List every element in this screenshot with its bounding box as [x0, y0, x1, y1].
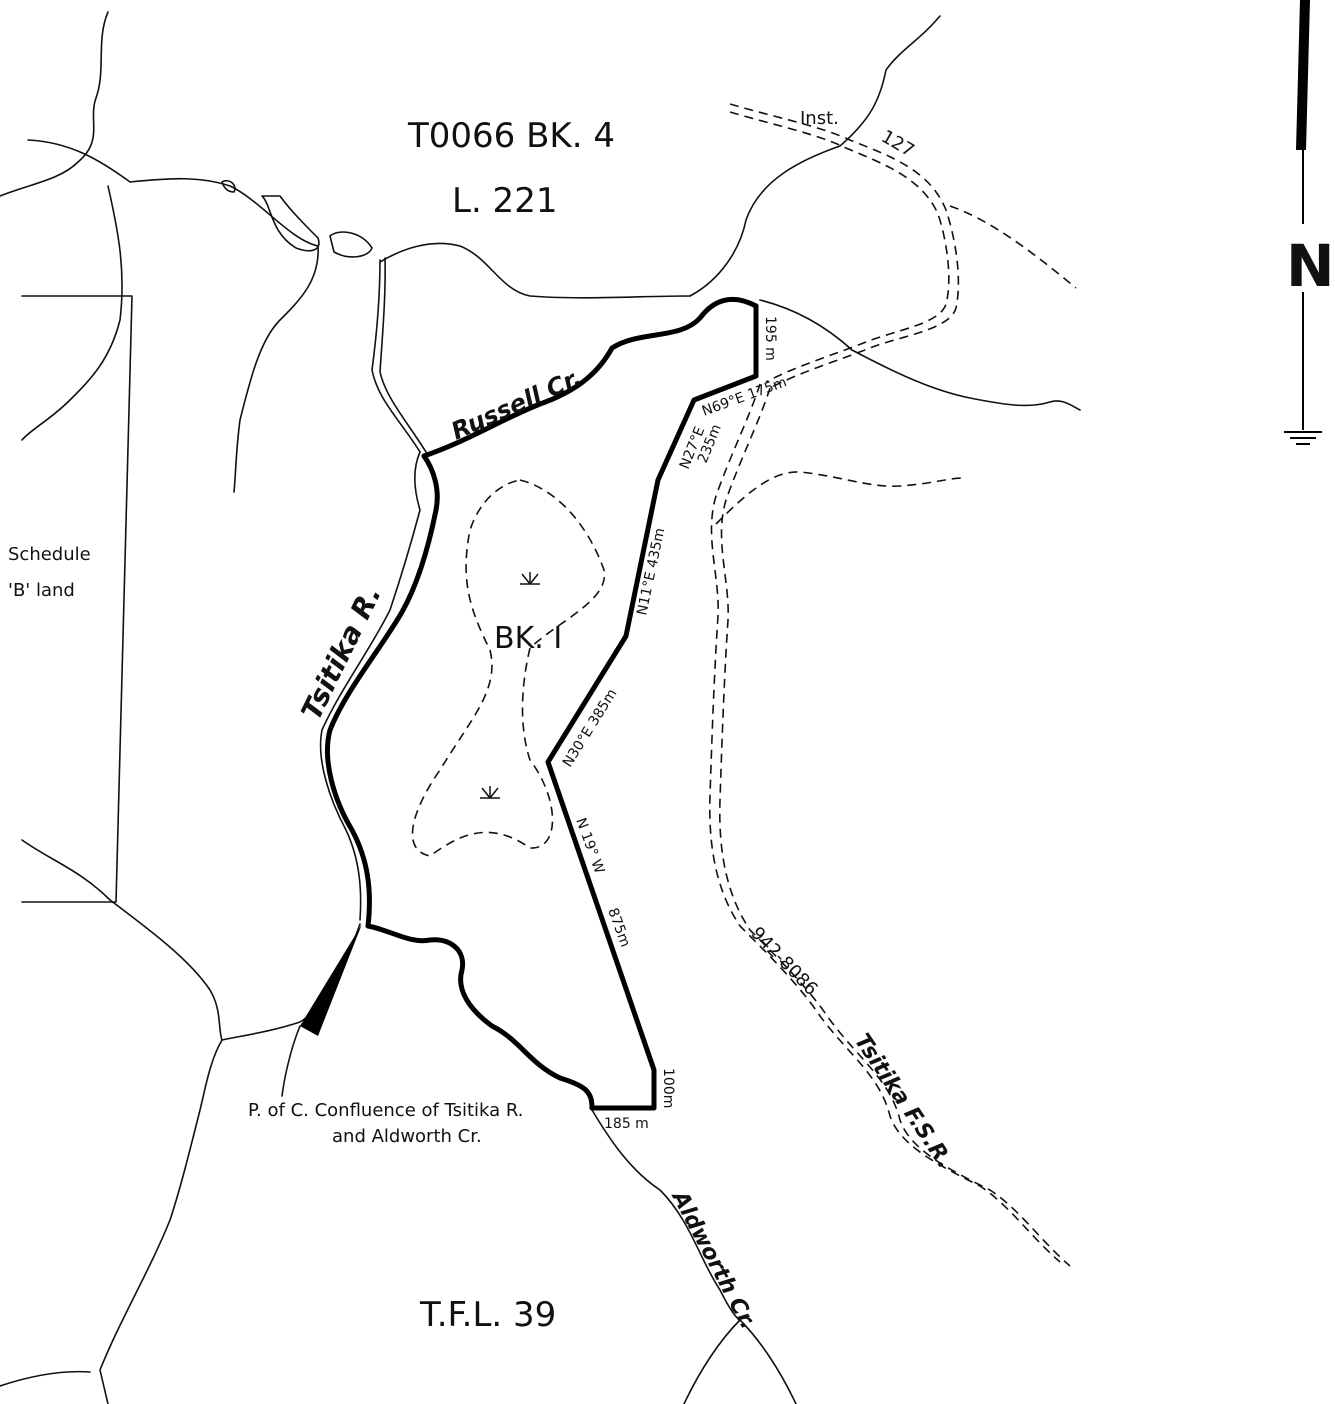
russell-creek — [421, 296, 759, 459]
tsitika-river-boundary — [325, 453, 440, 929]
fsr-number-label: 942-8086 — [746, 923, 821, 1000]
schedule-label-2: 'B' land — [8, 580, 75, 601]
aldworth-creek-label: Aldworth Cr. — [666, 1185, 761, 1333]
bearing-7: 100m — [660, 1068, 676, 1108]
poc-label-1: P. of C. Confluence of Tsitika R. — [248, 1100, 523, 1121]
russell-creek-label: Russell Cr. — [447, 363, 585, 445]
lot-label: L. 221 — [452, 181, 557, 221]
fsr-name-label: Tsitika F.S.R. — [849, 1029, 957, 1173]
bearing-1: 195 m — [762, 316, 778, 361]
inst-label: Inst. — [800, 108, 839, 129]
road-spur-east — [715, 471, 963, 525]
tsitika-river-left-bank — [319, 451, 421, 921]
marsh-symbol-2 — [480, 786, 500, 799]
schedule-b-boundary — [21, 295, 133, 903]
schedule-label-1: Schedule — [8, 544, 91, 565]
north-arrow: N — [1284, 0, 1335, 445]
aldworth-creek-boundary — [365, 923, 595, 1111]
tfl-label: T.F.L. 39 — [419, 1295, 556, 1335]
marsh-symbol-1 — [520, 572, 540, 585]
bk1-dashed-area — [411, 479, 606, 857]
block-label: BK. I — [494, 621, 562, 656]
poc-label-2: and Aldworth Cr. — [332, 1126, 482, 1147]
streams — [0, 11, 1081, 1404]
road-spur-northeast — [949, 205, 1077, 289]
wetland — [221, 179, 373, 258]
poc-wedge — [300, 924, 362, 1036]
road-tsitika-fsr — [708, 383, 1071, 1267]
inst-number-label: 127 — [878, 126, 918, 161]
poc-leader — [281, 1025, 301, 1097]
road-inst-127 — [729, 103, 960, 389]
tenure-label: T0066 BK. 4 — [407, 116, 615, 156]
block-boundary-east — [545, 303, 759, 1111]
bearing-8: 185 m — [604, 1116, 649, 1132]
north-label: N — [1286, 232, 1335, 300]
